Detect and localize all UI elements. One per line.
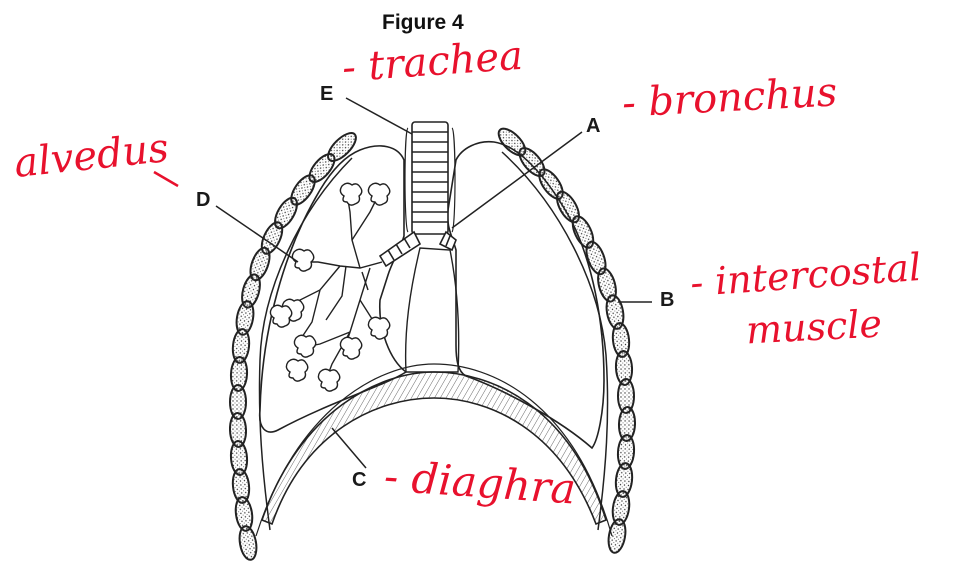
leader-line-E	[346, 98, 412, 134]
label-B: B	[660, 290, 674, 310]
label-D: D	[196, 190, 210, 210]
label-A: A	[586, 116, 600, 136]
label-E: E	[320, 84, 333, 104]
leader-line-C	[332, 428, 366, 468]
left-bronchus	[380, 232, 420, 266]
trachea	[412, 122, 448, 234]
annotation-trachea: - trachea	[341, 36, 524, 89]
alveolus-annotation-tick	[154, 172, 178, 186]
figure-title: Figure 4	[382, 11, 464, 35]
label-C: C	[352, 470, 366, 490]
annotation-diaphragm: - diaghra	[383, 455, 577, 510]
annotation-muscle: muscle	[745, 304, 883, 349]
trachea-rings-left-edge	[405, 128, 408, 232]
annotation-bronchus: - bronchus	[621, 72, 838, 123]
heart-mediastinum	[406, 248, 459, 372]
